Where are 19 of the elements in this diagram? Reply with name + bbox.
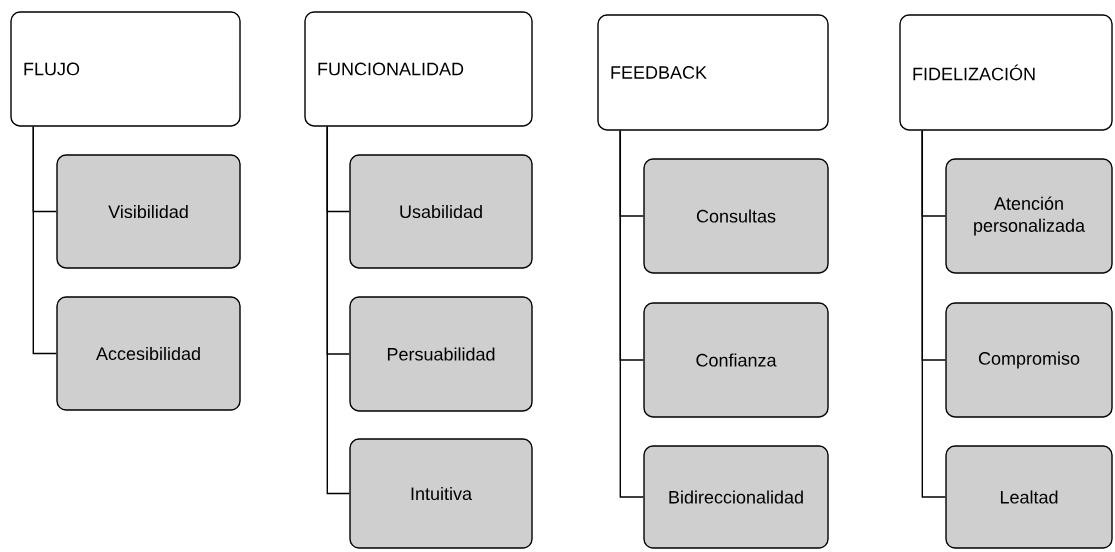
item-box: Compromiso (945, 302, 1113, 418)
item-box: Confianza (643, 302, 829, 418)
category-box: FEEDBACK (597, 14, 829, 131)
item-box: Usabilidad (349, 154, 533, 269)
item-box: Lealtad (945, 445, 1113, 549)
item-box: Consultas (643, 158, 829, 274)
connector-line (921, 130, 946, 498)
item-box: Accesibilidad (56, 296, 241, 411)
item-box: Visibilidad (56, 154, 241, 269)
item-box: Bidireccionalidad (643, 445, 829, 549)
category-box: FUNCIONALIDAD (304, 11, 533, 127)
item-box: Atención personalizada (945, 158, 1113, 274)
item-box: Persuabilidad (349, 296, 533, 412)
category-box: FIDELIZACIÓN (899, 14, 1113, 131)
connector-line (32, 126, 57, 355)
connector-line (619, 130, 644, 498)
connector-line (326, 126, 350, 495)
category-box: FLUJO (10, 11, 241, 127)
item-box: Intuitiva (349, 438, 533, 549)
